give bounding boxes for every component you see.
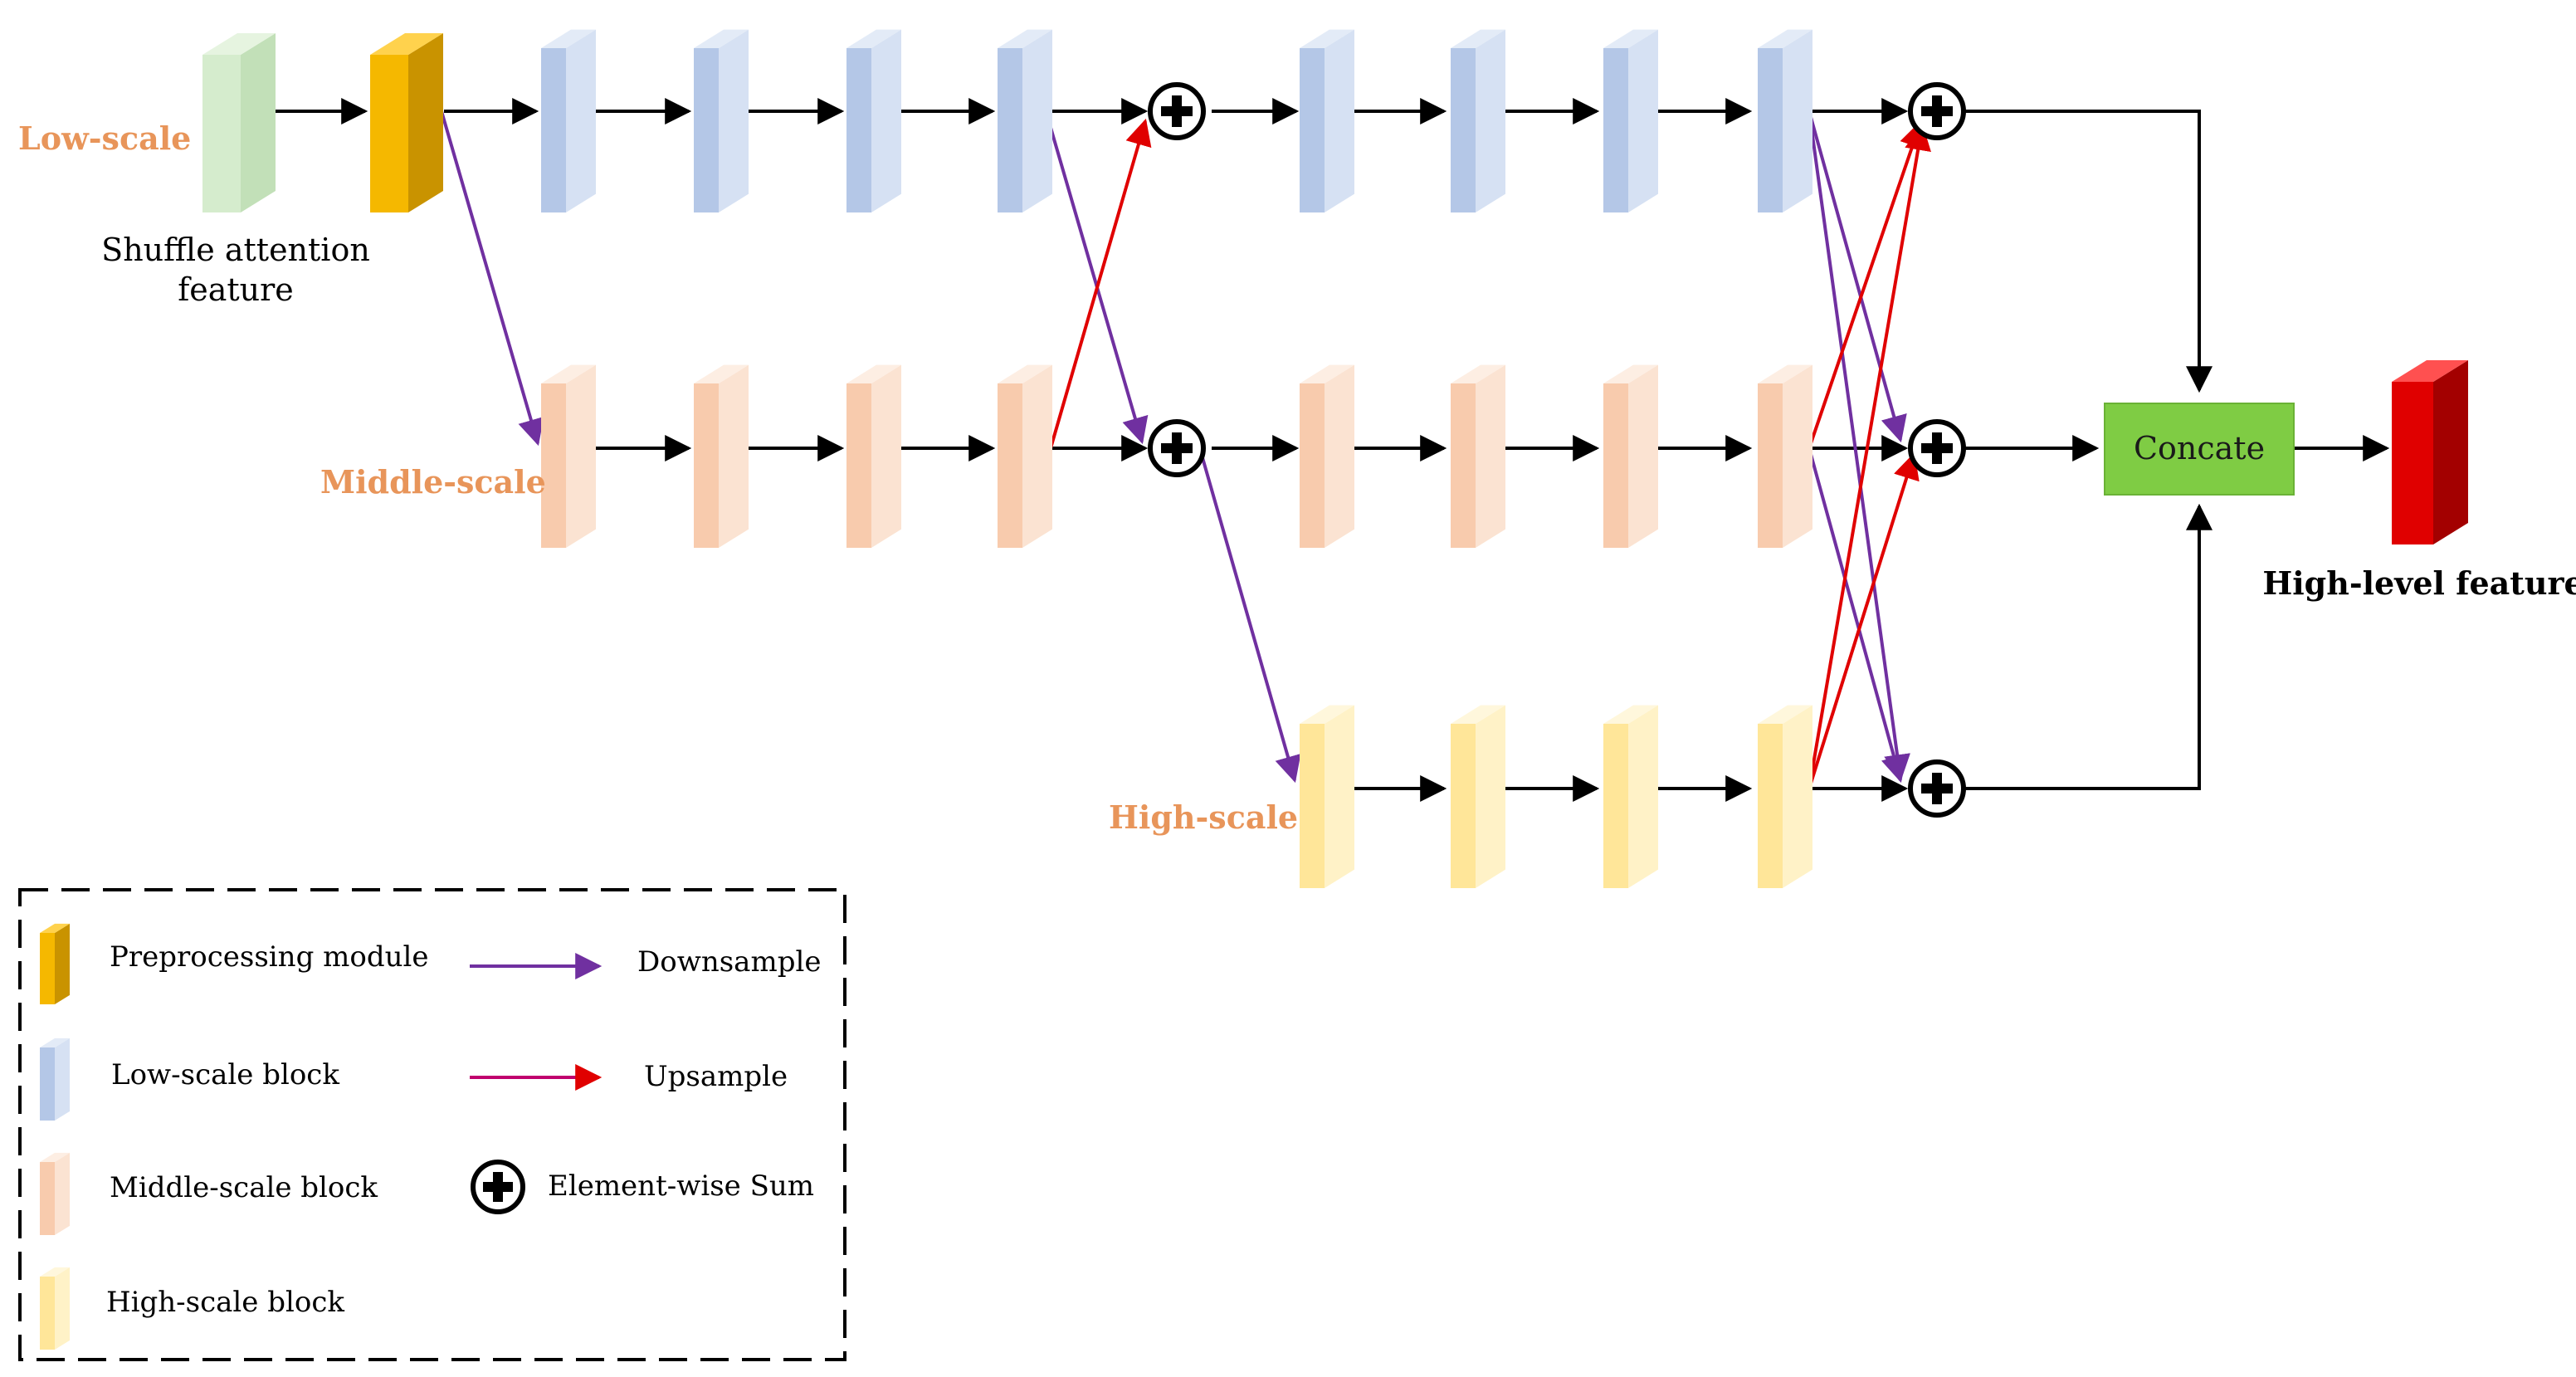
feature-blocks <box>202 29 2468 888</box>
middle-scale-block <box>846 364 901 548</box>
legend-element-sum-label: Element-wise Sum <box>548 1169 814 1203</box>
legend-border <box>18 888 846 1361</box>
middle-scale-block <box>694 364 749 548</box>
legend-swatches <box>40 923 70 1350</box>
low-scale-block <box>1451 29 1505 213</box>
legend-element-wise-sum-icon <box>471 1160 525 1214</box>
flow-arrows <box>274 98 2390 802</box>
middle-scale-block <box>998 364 1052 548</box>
middle-scale-block <box>1603 364 1658 548</box>
element-wise-sum-icon <box>1908 759 1966 818</box>
downsample-arrows <box>440 110 1910 784</box>
middle-scale-block <box>541 364 596 548</box>
low-scale-label: Low-scale <box>18 120 191 157</box>
low-scale-block <box>541 29 596 213</box>
legend: Preprocessing module Low-scale block Mid… <box>18 888 846 1361</box>
legend-upsample-label: Upsample <box>644 1060 788 1093</box>
low-scale-block <box>694 29 749 213</box>
low-scale-block <box>846 29 901 213</box>
concat-block: Concate <box>2104 403 2295 496</box>
middle-scale-label: Middle-scale <box>320 463 546 501</box>
legend-high-block-label: High-scale block <box>106 1286 344 1319</box>
legend-high-block-swatch <box>40 1267 70 1350</box>
shuffle-attention-label-line2: feature <box>178 271 294 308</box>
element-wise-sum-icon <box>1148 419 1206 477</box>
high-scale-block <box>1451 705 1505 888</box>
legend-middle-block-label: Middle-scale block <box>110 1171 378 1204</box>
legend-low-block-label: Low-scale block <box>111 1058 339 1091</box>
legend-preprocessing-swatch <box>40 923 70 1004</box>
high-level-feature-block <box>2392 359 2468 544</box>
middle-scale-block <box>1300 364 1354 548</box>
preprocessing-block <box>370 32 443 213</box>
low-scale-block <box>1603 29 1658 213</box>
element-wise-sum-icon <box>1148 82 1206 140</box>
legend-preprocessing-label: Preprocessing module <box>110 940 429 974</box>
high-scale-label: High-scale <box>1109 798 1298 836</box>
middle-scale-block <box>1758 364 1812 548</box>
shuffle-attention-block <box>202 32 276 213</box>
legend-middle-block-swatch <box>40 1152 70 1235</box>
high-scale-block <box>1300 705 1354 888</box>
legend-downsample-label: Downsample <box>637 945 821 979</box>
low-scale-block <box>998 29 1052 213</box>
shuffle-attention-label-line1: Shuffle attention <box>101 232 370 268</box>
legend-low-block-swatch <box>40 1038 70 1121</box>
low-scale-block <box>1758 29 1812 213</box>
sum-nodes <box>1148 82 1966 818</box>
element-wise-sum-icon <box>1908 419 1966 477</box>
element-wise-sum-icon <box>1908 82 1966 140</box>
middle-scale-block <box>1451 364 1505 548</box>
high-level-feature-label: High-level feature <box>2262 564 2576 602</box>
upsample-arrows <box>1049 118 1931 789</box>
high-scale-block <box>1603 705 1658 888</box>
high-scale-block <box>1758 705 1812 888</box>
concat-label: Concate <box>2134 430 2265 466</box>
low-scale-block <box>1300 29 1354 213</box>
